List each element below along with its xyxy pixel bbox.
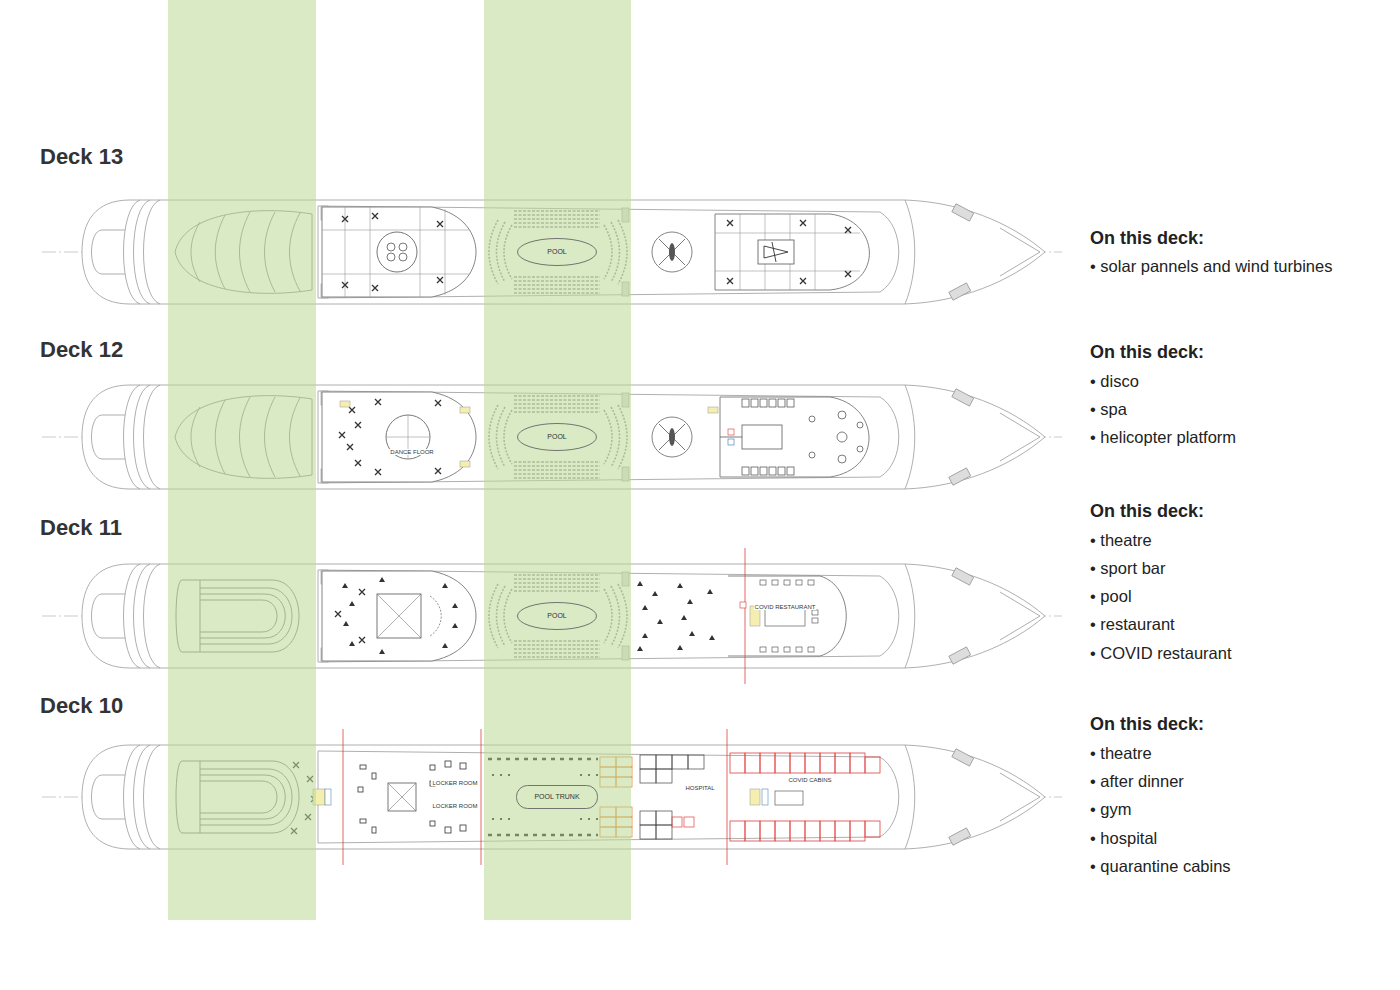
room-label: HOSPITAL — [684, 785, 715, 792]
feature-item: • sport bar — [1090, 559, 1165, 578]
feature-item: • after dinner — [1090, 772, 1184, 791]
deck-title: Deck 12 — [40, 337, 123, 362]
deck-title: Deck 11 — [40, 515, 122, 540]
feature-item: • restaurant — [1090, 615, 1175, 634]
pool-label: POOL — [547, 433, 566, 441]
pool-oval: POOL — [517, 602, 597, 630]
room-label: DANCE FLOOR — [389, 449, 434, 456]
feature-item: • hospital — [1090, 829, 1157, 848]
feature-item: • COVID restaurant — [1090, 644, 1232, 663]
highlight-band — [168, 0, 316, 920]
feature-item: • theatre — [1090, 744, 1152, 763]
highlight-band — [484, 0, 631, 920]
deck-title: Deck 13 — [40, 144, 123, 169]
feature-item: • solar pannels and wind turbines — [1090, 257, 1332, 276]
pool-label: POOL — [547, 612, 566, 620]
pool-label: POOL TRUNK — [534, 793, 579, 801]
room-label: COVID RESTAURANT — [754, 604, 817, 611]
room-label: LOCKER ROOM — [431, 803, 478, 810]
feature-item: • spa — [1090, 400, 1127, 419]
section-heading: On this deck: — [1090, 501, 1204, 522]
section-heading: On this deck: — [1090, 342, 1204, 363]
room-label: COVID CABINS — [787, 777, 832, 784]
feature-item: • quarantine cabins — [1090, 857, 1231, 876]
pool-label: POOL — [547, 248, 566, 256]
feature-item: • disco — [1090, 372, 1139, 391]
pool-oval: POOL — [517, 423, 597, 451]
section-heading: On this deck: — [1090, 714, 1204, 735]
feature-item: • gym — [1090, 800, 1132, 819]
feature-item: • helicopter platform — [1090, 428, 1236, 447]
pool-trunk-box: POOL TRUNK — [516, 785, 598, 809]
room-label: LOCKER ROOM — [431, 780, 478, 787]
feature-item: • pool — [1090, 587, 1132, 606]
deck-title: Deck 10 — [40, 693, 123, 718]
section-heading: On this deck: — [1090, 228, 1204, 249]
feature-item: • theatre — [1090, 531, 1152, 550]
pool-oval: POOL — [517, 238, 597, 266]
